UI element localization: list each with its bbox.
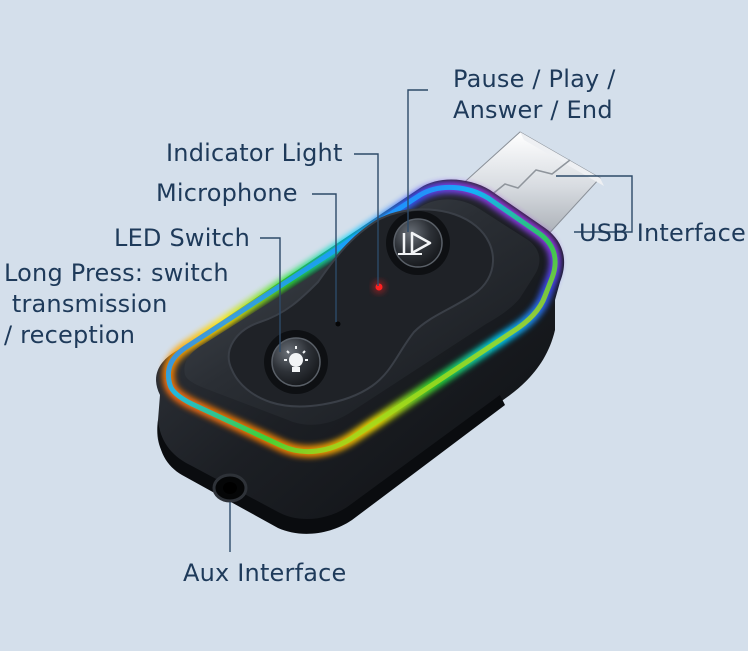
indicator-glow xyxy=(372,280,386,294)
label-indicator-light: Indicator Light xyxy=(166,139,343,167)
leader-lines xyxy=(229,89,633,552)
play-pause-button[interactable] xyxy=(386,211,450,275)
led-switch-button[interactable] xyxy=(264,330,328,394)
leader-microphone xyxy=(312,193,337,322)
label-usb-interface: USB Interface xyxy=(579,219,746,247)
label-long-press: Long Press: switch transmission / recept… xyxy=(4,259,229,349)
microphone-hole xyxy=(335,321,341,327)
label-aux-interface: Aux Interface xyxy=(183,559,347,587)
label-microphone: Microphone xyxy=(156,179,298,207)
label-pause-play: Pause / Play / Answer / End xyxy=(453,65,616,124)
bulb-icon xyxy=(284,346,308,372)
label-led-switch: LED Switch xyxy=(114,224,250,252)
play-pause-icon xyxy=(398,231,432,255)
leader-led-switch xyxy=(260,237,281,352)
leader-pause-play xyxy=(407,89,428,232)
leader-indicator xyxy=(354,153,379,286)
leader-usb xyxy=(556,175,633,233)
